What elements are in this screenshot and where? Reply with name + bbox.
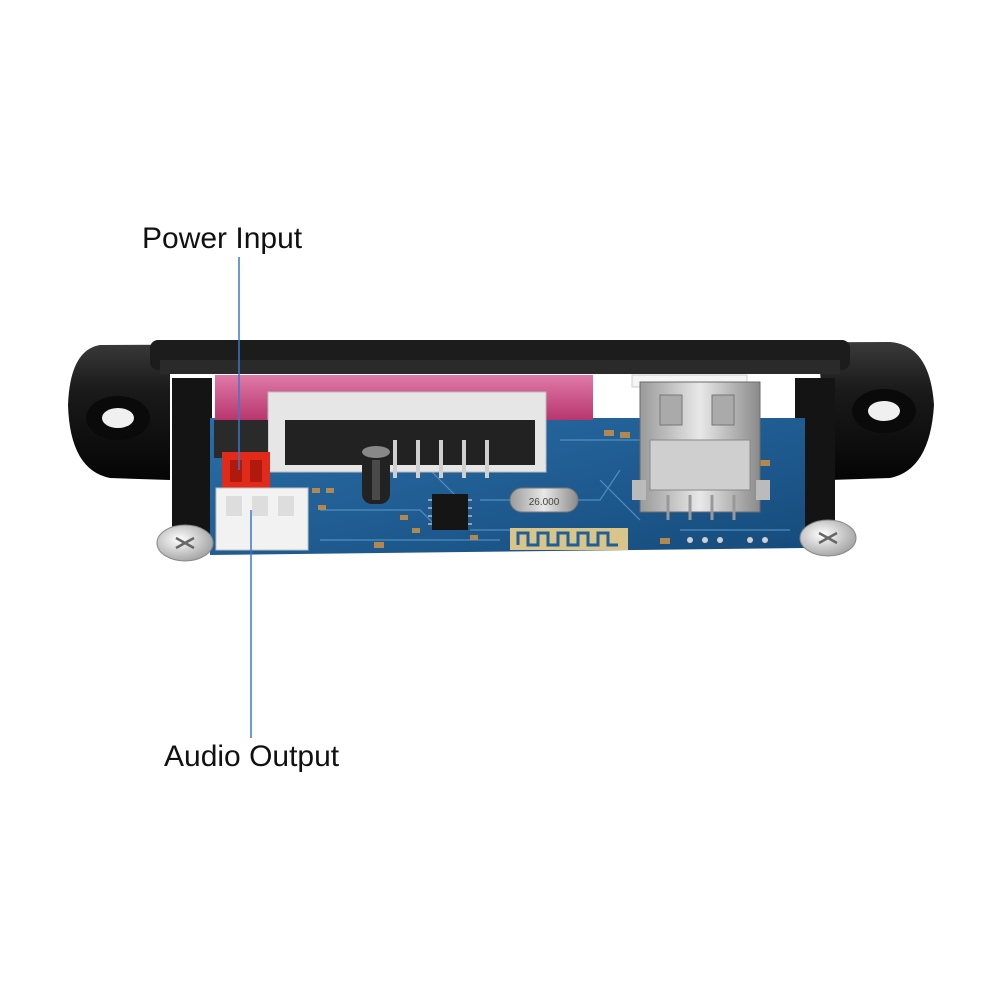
display-module (267, 391, 547, 478)
power-input-label: Power Input (142, 222, 303, 255)
crystal-marking: 26.000 (529, 497, 560, 508)
left-post (172, 378, 212, 548)
audio-connector (215, 487, 309, 551)
left-screw (156, 524, 214, 562)
power-connector (214, 420, 270, 492)
capacitor (362, 446, 390, 504)
audio-output-label: Audio Output (164, 740, 340, 773)
right-screw (799, 519, 857, 557)
front-bezel (68, 340, 934, 480)
usb-port (631, 374, 770, 520)
controller-chip (428, 494, 472, 530)
right-mounting-hole (852, 389, 916, 433)
left-mounting-hole (86, 396, 150, 440)
pcb-antenna (510, 528, 628, 550)
crystal-oscillator: 26.000 (509, 487, 579, 513)
